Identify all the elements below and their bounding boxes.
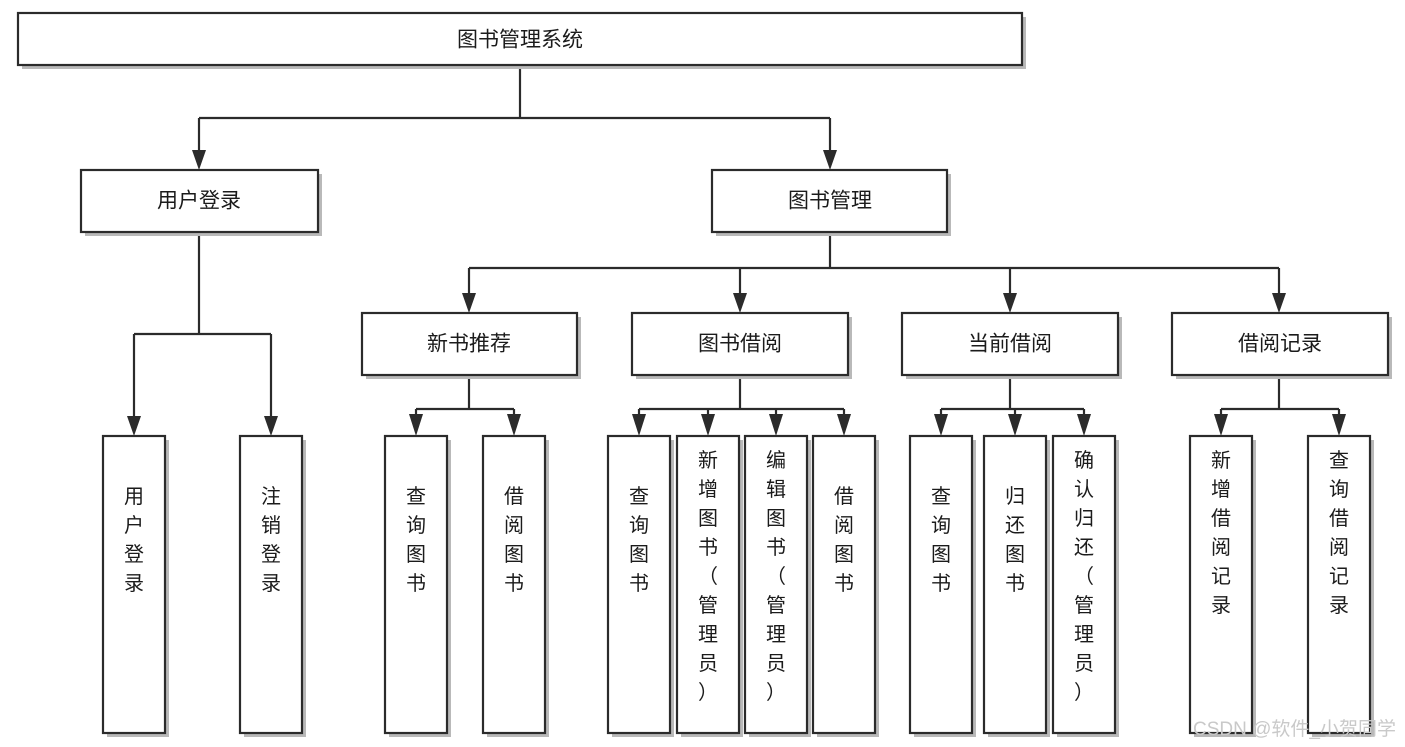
node-leaf-borrow-book-box[interactable]	[811, 434, 877, 735]
node-leaf-add-book-admin[interactable]: 新增图书（管理员）	[675, 434, 743, 737]
node-borrow-record-box[interactable]	[1170, 311, 1390, 377]
node-leaf-query-borrow-record-label: 查询借阅记录	[1329, 449, 1349, 617]
node-leaf-edit-book-admin-label: 编辑图书（管理员）	[766, 449, 786, 704]
node-leaf-add-borrow-record-box[interactable]	[1188, 434, 1254, 735]
arrow-head-current-borrow	[1003, 293, 1017, 313]
node-leaf-query-book-rec-label: 查询图书	[406, 485, 426, 595]
node-user-login-box[interactable]	[79, 168, 320, 234]
node-leaf-query-borrow-record[interactable]: 查询借阅记录	[1306, 434, 1374, 737]
node-user-login-label: 用户登录	[157, 190, 241, 213]
node-root-label: 图书管理系统	[457, 29, 583, 52]
node-root[interactable]: 图书管理系统	[16, 11, 1026, 69]
node-leaf-user-login[interactable]: 用户登录	[101, 434, 169, 737]
arrow-head-book-borrow	[733, 293, 747, 313]
node-leaf-add-book-admin-label: 新增图书（管理员）	[698, 449, 718, 704]
node-leaf-user-logout[interactable]: 注销登录	[238, 434, 306, 737]
node-book-borrow-label: 图书借阅	[698, 333, 782, 356]
node-root-box[interactable]	[16, 11, 1024, 67]
node-leaf-user-logout-label: 注销登录	[261, 485, 281, 595]
node-leaf-borrow-book-rec-box[interactable]	[481, 434, 547, 735]
node-borrow-record-label: 借阅记录	[1238, 333, 1322, 356]
node-book-borrow[interactable]: 图书借阅	[630, 311, 852, 379]
node-current-borrow-box[interactable]	[900, 311, 1120, 377]
node-leaf-confirm-return-admin[interactable]: 确认归还（管理员）	[1051, 434, 1119, 737]
arrow-head-leaf-query-book-borrow	[632, 414, 646, 436]
csdn-watermark: CSDN @软件_小贺同学	[1193, 718, 1396, 740]
arrow-head-leaf-add-borrow-record	[1214, 414, 1228, 436]
arrow-head-leaf-add-book-admin	[701, 414, 715, 436]
node-book-manage-box[interactable]	[710, 168, 949, 234]
node-leaf-add-borrow-record[interactable]: 新增借阅记录	[1188, 434, 1256, 737]
node-leaf-add-book-admin-box[interactable]	[675, 434, 741, 735]
node-leaf-user-login-box[interactable]	[101, 434, 167, 735]
arrow-head-leaf-user-login	[127, 416, 141, 436]
arrow-head-borrow-record	[1272, 293, 1286, 313]
node-leaf-confirm-return-admin-label: 确认归还（管理员）	[1074, 449, 1094, 704]
node-leaf-query-book-current-label: 查询图书	[931, 485, 951, 595]
arrow-head-leaf-borrow-book-rec	[507, 414, 521, 436]
arrow-head-leaf-query-borrow-record	[1332, 414, 1346, 436]
node-leaf-query-book-borrow-label: 查询图书	[629, 485, 649, 595]
leaf-node-layer: 用户登录 注销登录 查询图书 借阅图书 查询图书	[101, 434, 1374, 737]
node-leaf-query-book-borrow[interactable]: 查询图书	[606, 434, 674, 737]
node-new-book-recommend[interactable]: 新书推荐	[360, 311, 581, 379]
node-leaf-query-book-rec-box[interactable]	[383, 434, 449, 735]
arrow-head-leaf-user-logout	[264, 416, 278, 436]
arrow-head-leaf-query-book-rec	[409, 414, 423, 436]
connector-layer	[127, 65, 1346, 436]
node-leaf-query-book-current-box[interactable]	[908, 434, 974, 735]
arrow-head-book-manage	[823, 150, 837, 170]
node-leaf-query-book-rec[interactable]: 查询图书	[383, 434, 451, 737]
arrow-head-leaf-query-book-current	[934, 414, 948, 436]
node-book-borrow-box[interactable]	[630, 311, 850, 377]
node-user-login[interactable]: 用户登录	[79, 168, 322, 236]
arrow-head-leaf-borrow-book	[837, 414, 851, 436]
node-leaf-query-book-borrow-box[interactable]	[606, 434, 672, 735]
node-book-manage-label: 图书管理	[788, 190, 872, 213]
node-new-book-recommend-label: 新书推荐	[427, 333, 511, 356]
node-leaf-return-book-label: 归还图书	[1005, 485, 1025, 595]
node-leaf-return-book-box[interactable]	[982, 434, 1048, 735]
node-leaf-borrow-book[interactable]: 借阅图书	[811, 434, 879, 737]
node-leaf-borrow-book-label: 借阅图书	[834, 485, 854, 595]
arrow-head-leaf-return-book	[1008, 414, 1022, 436]
node-new-book-recommend-box[interactable]	[360, 311, 579, 377]
node-leaf-user-logout-box[interactable]	[238, 434, 304, 735]
node-leaf-query-book-current[interactable]: 查询图书	[908, 434, 976, 737]
arrow-head-user-login	[192, 150, 206, 170]
node-leaf-return-book[interactable]: 归还图书	[982, 434, 1050, 737]
node-leaf-borrow-book-rec[interactable]: 借阅图书	[481, 434, 549, 737]
arrow-head-leaf-confirm-return-admin	[1077, 414, 1091, 436]
node-leaf-edit-book-admin-box[interactable]	[743, 434, 809, 735]
node-book-manage[interactable]: 图书管理	[710, 168, 951, 236]
node-borrow-record[interactable]: 借阅记录	[1170, 311, 1392, 379]
arrow-head-leaf-edit-book-admin	[769, 414, 783, 436]
node-leaf-borrow-book-rec-label: 借阅图书	[504, 485, 524, 595]
node-leaf-edit-book-admin[interactable]: 编辑图书（管理员）	[743, 434, 811, 737]
node-leaf-confirm-return-admin-box[interactable]	[1051, 434, 1117, 735]
node-leaf-add-borrow-record-label: 新增借阅记录	[1211, 449, 1231, 617]
node-leaf-user-login-label: 用户登录	[124, 486, 144, 595]
node-leaf-query-borrow-record-box[interactable]	[1306, 434, 1372, 735]
node-current-borrow-label: 当前借阅	[968, 333, 1052, 356]
node-current-borrow[interactable]: 当前借阅	[900, 311, 1122, 379]
arrow-head-new-book-recommend	[462, 293, 476, 313]
